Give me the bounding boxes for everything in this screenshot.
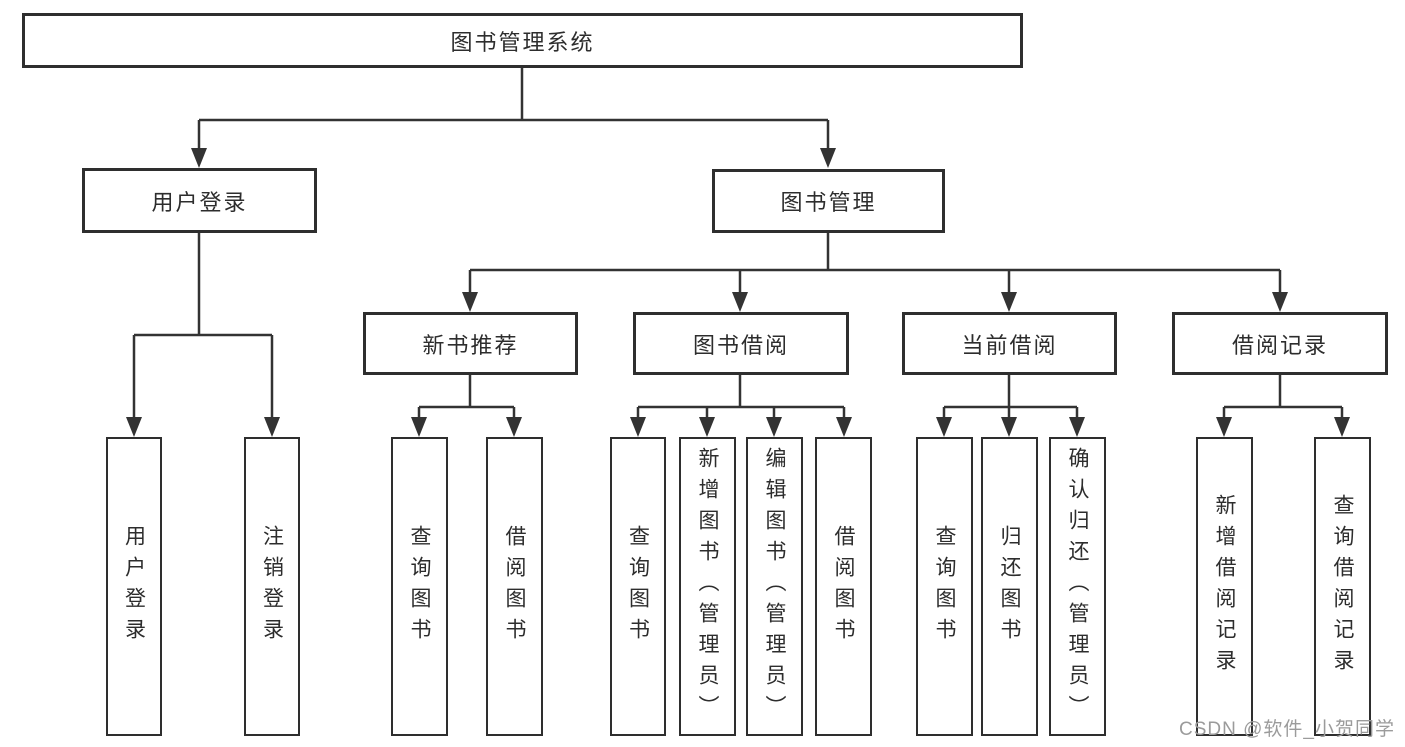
node-label: 图书借阅 <box>692 332 789 358</box>
leaf-add-book-admin: 新增图书（管理员） <box>679 437 736 736</box>
leaf-label: 借阅图书 <box>503 524 526 649</box>
node-label: 图书管理 <box>780 190 877 215</box>
leaf-confirm-return-admin: 确认归还（管理员） <box>1049 437 1106 736</box>
node-user-login: 用户登录 <box>82 168 317 233</box>
leaf-logout: 注销登录 <box>244 437 300 736</box>
leaf-label: 查询借阅记录 <box>1331 493 1354 680</box>
node-library-management-system: 图书管理系统 <box>22 13 1023 68</box>
leaf-edit-book-admin: 编辑图书（管理员） <box>746 437 803 736</box>
tree-edges <box>132 68 1344 419</box>
leaf-label: 注销登录 <box>260 524 284 649</box>
node-label: 用户登录 <box>151 189 248 215</box>
node-label: 图书管理系统 <box>450 29 595 55</box>
leaf-label: 查询图书 <box>626 524 650 649</box>
leaf-label: 查询图书 <box>933 524 956 649</box>
node-book-borrowing: 图书借阅 <box>633 312 849 375</box>
leaf-label: 用户登录 <box>122 524 146 649</box>
leaf-query-borrow-record: 查询借阅记录 <box>1314 437 1371 736</box>
node-label: 新书推荐 <box>422 332 519 358</box>
leaf-recommend-query-books: 查询图书 <box>391 437 448 736</box>
node-label: 借阅记录 <box>1231 332 1328 358</box>
leaf-label: 新增借阅记录 <box>1213 493 1236 680</box>
leaf-label: 确认归还（管理员） <box>1066 447 1089 726</box>
leaf-label: 编辑图书（管理员） <box>763 447 786 726</box>
leaf-add-borrow-record: 新增借阅记录 <box>1196 437 1253 736</box>
leaf-label: 新增图书（管理员） <box>696 447 719 726</box>
leaf-label: 归还图书 <box>998 524 1021 649</box>
leaf-borrow-books: 借阅图书 <box>815 437 872 736</box>
csdn-watermark: CSDN @软件_小贺同学 <box>1179 719 1395 740</box>
node-new-book-recommendation: 新书推荐 <box>363 312 578 375</box>
leaf-label: 查询图书 <box>408 524 431 649</box>
node-book-management: 图书管理 <box>712 169 945 233</box>
leaf-label: 借阅图书 <box>832 524 855 649</box>
node-borrowing-records: 借阅记录 <box>1172 312 1388 375</box>
leaf-recommend-borrow-books: 借阅图书 <box>486 437 543 736</box>
leaf-return-books: 归还图书 <box>981 437 1038 736</box>
arrow-heads <box>126 148 1350 437</box>
leaf-borrowing-query-books: 查询图书 <box>610 437 666 736</box>
node-label: 当前借阅 <box>961 332 1058 358</box>
leaf-current-query-books: 查询图书 <box>916 437 973 736</box>
node-current-borrowing: 当前借阅 <box>902 312 1117 375</box>
leaf-user-login: 用户登录 <box>106 437 162 736</box>
